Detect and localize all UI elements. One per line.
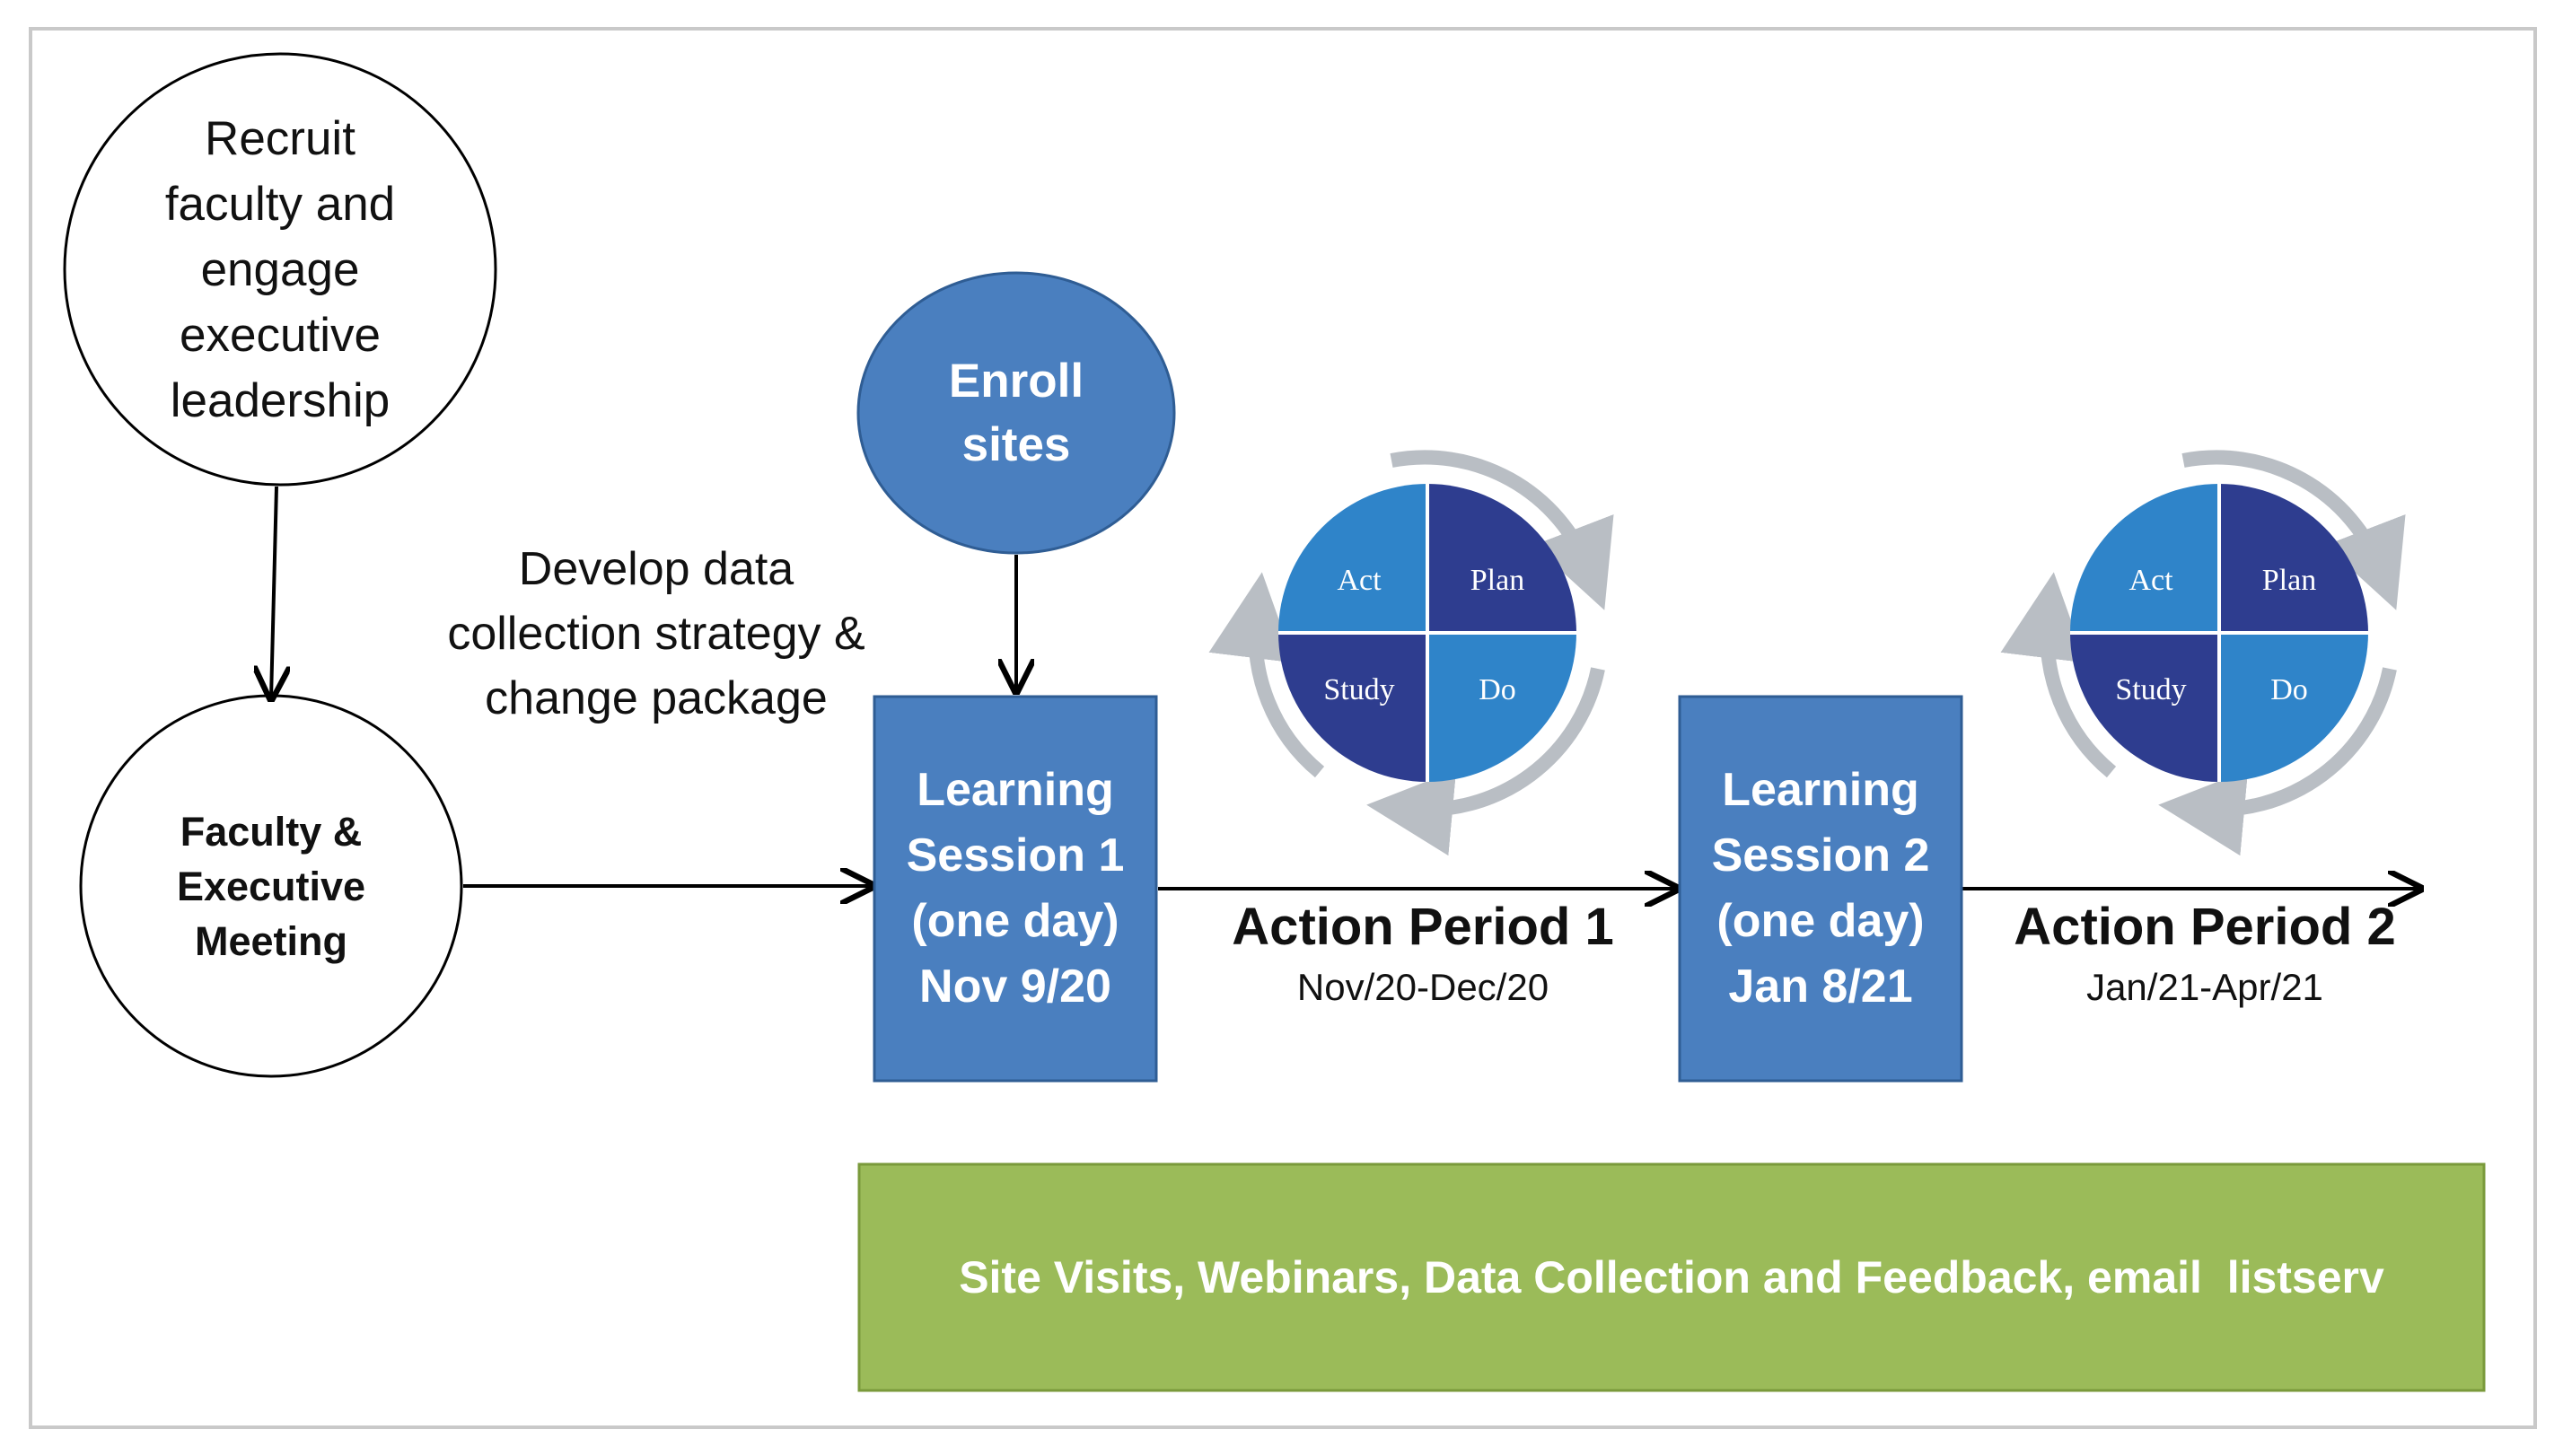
pdsa-study-label: Study: [1323, 673, 1394, 706]
session1-box: [873, 695, 1158, 1083]
pdsa-do-label: Do: [1479, 673, 1516, 706]
action-period-1-title: Action Period 1: [1232, 898, 1614, 956]
pdsa-cycle-1: Act Plan Study Do: [1208, 450, 1614, 856]
session1-label: Learning Session 1 (one day) Nov 9/20: [874, 697, 1156, 1081]
develop-label: Develop data collection strategy & chang…: [447, 543, 865, 724]
cycle-arrow-icon: [1208, 572, 1325, 778]
pdsa-do-label: Do: [2270, 673, 2308, 706]
pdsa-plan-quadrant: [2219, 484, 2368, 633]
session1-line-2: Session 1: [906, 829, 1125, 881]
session1-line-1: Learning: [917, 764, 1114, 816]
pdsa-act-label: Act: [2129, 564, 2173, 597]
pdsa-plan-label: Plan: [2262, 564, 2316, 597]
action-period-2-title: Action Period 2: [2014, 898, 2396, 956]
pdsa-study-label: Study: [2115, 673, 2186, 706]
cycle-arrow-icon: [2000, 572, 2117, 778]
action-period-2-dates: Jan/21-Apr/21: [2086, 966, 2323, 1008]
recruit-circle: [63, 52, 497, 487]
enroll-circle: [856, 271, 1176, 555]
pdsa-act-label: Act: [1337, 564, 1382, 597]
session2-line-4: Jan 8/21: [1728, 960, 1913, 1013]
recruit-label: Recruit faculty and engage executive lea…: [164, 111, 396, 427]
support-bar: [857, 1162, 2486, 1392]
action-period-1-dates: Nov/20-Dec/20: [1296, 966, 1549, 1008]
pdsa-study-quadrant: [2070, 633, 2219, 782]
pdsa-do-quadrant: [2219, 633, 2368, 782]
pdsa-do-quadrant: [1427, 633, 1576, 782]
pdsa-act-quadrant: [2070, 484, 2219, 633]
arrow-recruit-to-meeting: [271, 486, 276, 698]
pdsa-study-quadrant: [1278, 633, 1427, 782]
pdsa-plan-label: Plan: [1470, 564, 1524, 597]
session2-line-2: Session 2: [1711, 829, 1930, 881]
session2-label: Learning Session 2 (one day) Jan 8/21: [1680, 697, 1962, 1081]
pdsa-plan-quadrant: [1427, 484, 1576, 633]
session1-line-3: (one day): [911, 895, 1119, 947]
meeting-label: Faculty & Executive Meeting: [176, 808, 366, 964]
pdsa-act-quadrant: [1278, 484, 1427, 633]
session2-line-3: (one day): [1716, 895, 1925, 947]
cycle-arrow-icon: [2158, 667, 2397, 856]
session2-line-1: Learning: [1722, 764, 1919, 816]
session2-box: [1678, 695, 1963, 1083]
cycle-arrow-icon: [2181, 450, 2406, 610]
session1-line-4: Nov 9/20: [919, 960, 1111, 1013]
support-bar-label: Site Visits, Webinars, Data Collection a…: [959, 1252, 2384, 1303]
cycle-arrow-icon: [1390, 450, 1614, 610]
cycle-arrow-icon: [1366, 667, 1605, 856]
pdsa-cycle-2: Act Plan Study Do: [2000, 450, 2406, 856]
enroll-label: Enroll sites: [948, 355, 1084, 471]
